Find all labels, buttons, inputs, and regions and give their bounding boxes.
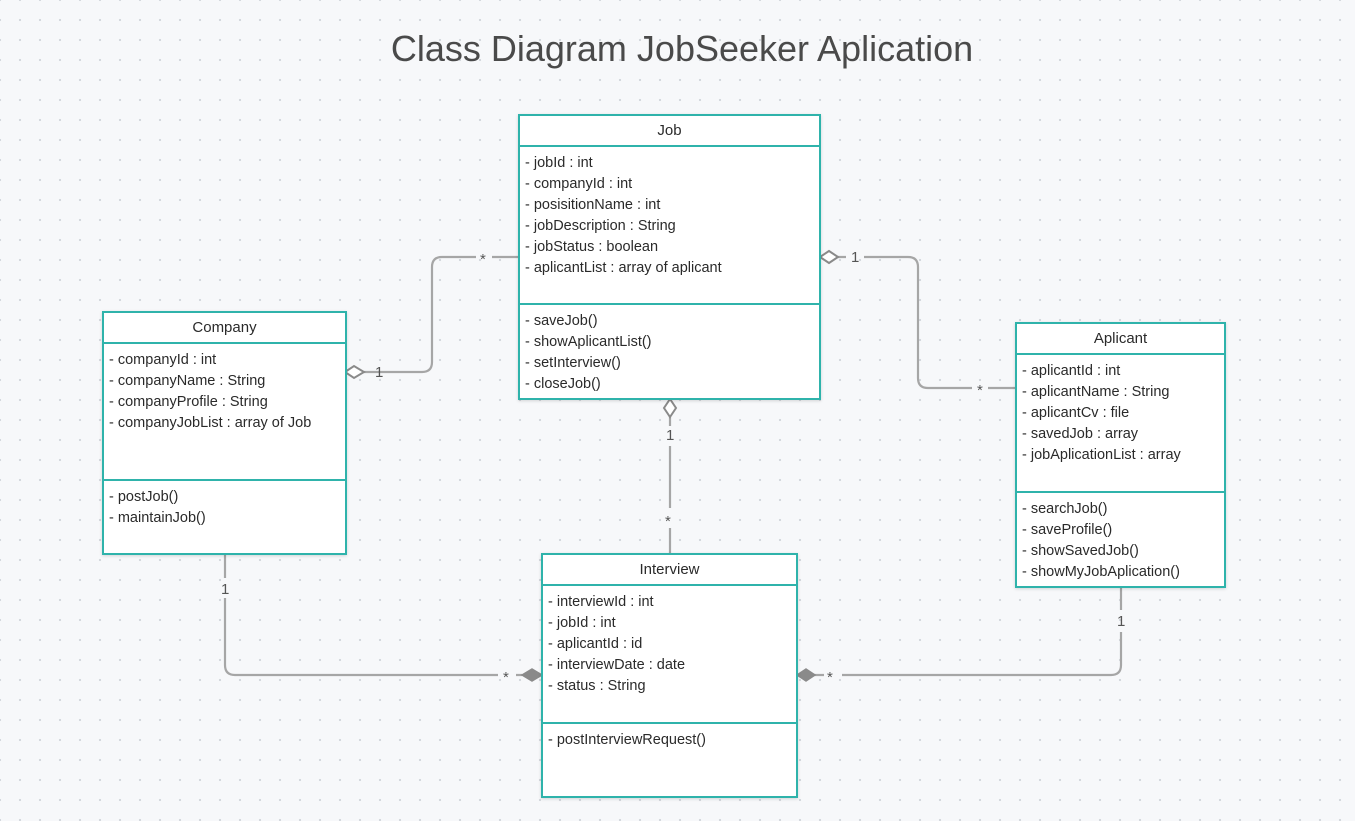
attribute: - companyJobList : array of Job [109,415,312,431]
multiplicity-aplicant-interview-aplicant: 1 [1117,613,1126,630]
multiplicity-job-aplicant-aplicant: * [977,382,983,399]
operation: - saveJob() [525,313,598,329]
multiplicity-company-interview-interview: * [503,669,509,686]
attributes-section: - interviewId : int - jobId : int - apli… [543,586,796,724]
attribute: - jobStatus : boolean [525,239,659,255]
connector-aplicant-interview [814,587,1123,677]
attribute: - companyName : String [109,373,266,389]
attribute: - status : String [548,678,646,694]
attribute: - aplicantName : String [1022,384,1170,400]
multiplicity-job-aplicant-job: 1 [851,249,860,266]
operation: - showMyJobAplication() [1022,564,1180,580]
operation: - showSavedJob() [1022,543,1139,559]
aggregation-diamond-company [343,364,366,380]
class-company[interactable]: Company - companyId : int - companyName … [102,311,347,555]
operation: - closeJob() [525,376,601,392]
operation: - postJob() [109,489,179,505]
class-name: Interview [543,555,796,586]
attribute: - companyId : int [109,352,217,368]
attribute: - interviewId : int [548,594,654,610]
aggregation-diamond-job-bottom [662,397,678,419]
attribute: - jobId : int [525,155,593,171]
operation: - showAplicantList() [525,334,652,350]
operations-section: - postJob() - maintainJob() [104,481,345,529]
multiplicity-company-job-company: 1 [375,364,384,381]
attributes-section: - aplicantId : int - aplicantName : Stri… [1017,355,1224,493]
connector-company-interview [223,554,522,677]
composition-diamond-interview-left [520,668,544,682]
multiplicity-company-job-job: * [480,251,486,268]
attribute: - aplicantCv : file [1022,405,1130,421]
class-name: Company [104,313,345,344]
attribute: - aplicantId : int [1022,363,1121,379]
operations-section: - postInterviewRequest() [543,724,796,751]
diagram-title: Class Diagram JobSeeker Aplication [390,28,974,69]
class-job[interactable]: Job - jobId : int - companyId : int - po… [518,114,821,400]
operation: - postInterviewRequest() [548,732,706,748]
multiplicity-company-interview-company: 1 [221,581,230,598]
multiplicity-job-interview-interview: * [665,513,671,530]
attribute: - aplicantId : id [548,636,643,652]
attribute: - aplicantList : array of aplicant [525,260,722,276]
attributes-section: - companyId : int - companyName : String… [104,344,345,481]
connector-company-job [364,255,519,374]
attribute: - interviewDate : date [548,657,686,673]
attribute: - companyId : int [525,176,633,192]
attribute: - companyProfile : String [109,394,268,410]
operations-section: - searchJob() - saveProfile() - showSave… [1017,493,1224,583]
operation: - searchJob() [1022,501,1108,517]
class-aplicant[interactable]: Aplicant - aplicantId : int - aplicantNa… [1015,322,1226,588]
operation: - maintainJob() [109,510,206,526]
aggregation-diamond-job-right [818,249,840,265]
attribute: - jobAplicationList : array [1022,447,1181,463]
class-name: Job [520,116,819,147]
operations-section: - saveJob() - showAplicantList() - setIn… [520,305,819,395]
attributes-section: - jobId : int - companyId : int - posisi… [520,147,819,305]
composition-diamond-interview-right [795,668,817,682]
attribute: - jobDescription : String [525,218,676,234]
operation: - setInterview() [525,355,621,371]
attribute: - posisitionName : int [525,197,661,213]
attribute: - jobId : int [548,615,616,631]
operation: - saveProfile() [1022,522,1113,538]
attribute: - savedJob : array [1022,426,1139,442]
multiplicity-aplicant-interview-interview: * [827,669,833,686]
multiplicity-job-interview-job: 1 [666,427,675,444]
connector-job-aplicant [837,255,1016,390]
class-name: Aplicant [1017,324,1224,355]
class-interview[interactable]: Interview - interviewId : int - jobId : … [541,553,798,798]
